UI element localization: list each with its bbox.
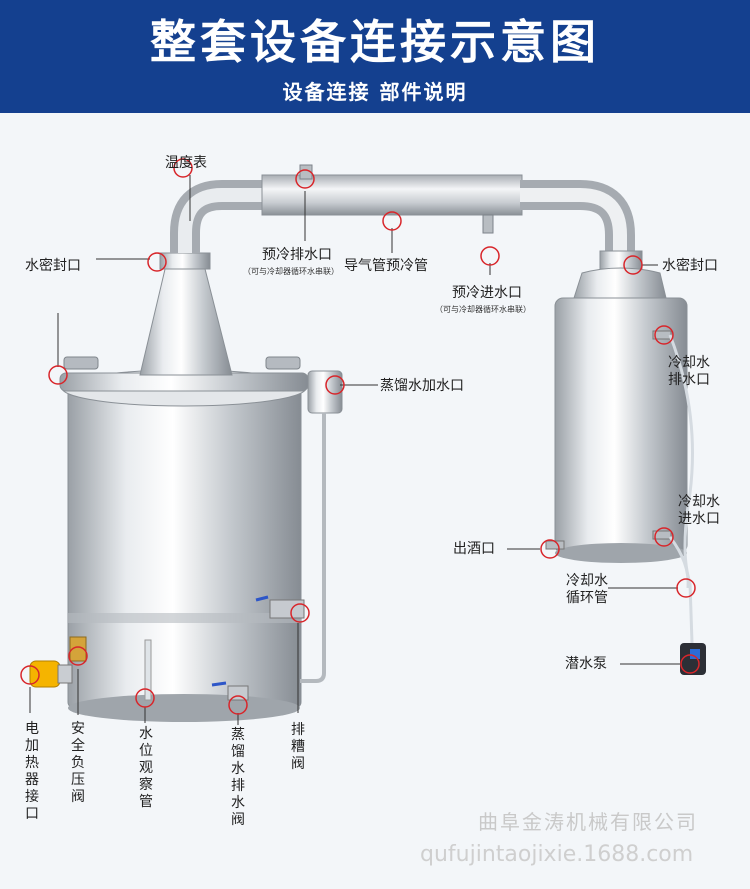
label-gas-precool-pipe: 导气管预冷管: [344, 258, 428, 274]
page-subtitle: 设备连接 部件说明: [282, 80, 468, 104]
marker-water-seal-right: [623, 255, 643, 275]
label-precool-drain: 预冷排水口: [262, 247, 332, 263]
condenser: [545, 250, 688, 563]
leader-lines: [29, 175, 682, 725]
marker-precool-inlet: [480, 246, 500, 266]
marker-residue-valve: [290, 603, 310, 623]
marker-cooling-inlet: [654, 527, 674, 547]
marker-safety-valve: [68, 646, 88, 666]
marker-liquor-outlet: [540, 539, 560, 559]
note-precool-drain: （可与冷却器循环水串联）: [243, 267, 339, 276]
marker-gas-pipe: [382, 211, 402, 231]
distiller-pot: [59, 252, 309, 722]
label-residue-valve: 排糟阀: [291, 722, 305, 772]
label-cooling-pipe: 冷却水循环管: [566, 573, 608, 606]
label-heater-port: 电加热器接口: [25, 721, 39, 822]
equipment-diagram: [20, 158, 706, 725]
watermark-company: 曲阜金涛机械有限公司: [478, 810, 698, 834]
gas-precool-pipe: [170, 164, 635, 255]
watermark-url: qufujintaojixie.1688.com: [420, 842, 694, 867]
label-distilled-drain: 蒸馏水排水阀: [231, 727, 245, 828]
marker-level-tube: [135, 688, 155, 708]
marker-thermometer: [173, 158, 193, 178]
label-water-seal-right: 水密封口: [662, 258, 718, 274]
label-thermometer: 温度表: [165, 155, 207, 171]
marker-circles: [20, 158, 700, 715]
label-precool-inlet: 预冷进水口: [452, 285, 522, 301]
electric-heater-port: [29, 660, 73, 688]
marker-distilled-fill: [325, 375, 345, 395]
label-water-seal-left: 水密封口: [25, 258, 81, 274]
safety-negative-pressure-valve: [69, 636, 87, 662]
label-liquor-outlet: 出酒口: [453, 541, 495, 557]
marker-pump: [680, 654, 700, 674]
label-cooling-drain: 冷却水排水口: [668, 355, 710, 388]
marker-drain-valve: [228, 695, 248, 715]
label-distilled-fill: 蒸馏水加水口: [380, 378, 464, 394]
drain-valve: [211, 681, 249, 701]
marker-heater: [20, 665, 40, 685]
page-title: 整套设备连接示意图: [150, 15, 600, 69]
marker-water-seal-left: [147, 252, 167, 272]
label-safety-valve: 安全负压阀: [71, 721, 85, 805]
label-submersible-pump: 潜水泵: [565, 656, 607, 672]
label-cooling-inlet: 冷却水进水口: [678, 494, 720, 527]
label-level-tube: 水位观察管: [139, 726, 153, 810]
marker-cooling-drain: [654, 325, 674, 345]
header-banner: 整套设备连接示意图 设备连接 部件说明: [0, 0, 750, 113]
marker-lid-clamp: [48, 365, 68, 385]
submersible-pump: [680, 643, 706, 675]
level-observation-tube: [144, 639, 152, 701]
marker-precool-drain: [295, 169, 315, 189]
marker-cooling-pipe: [676, 578, 696, 598]
note-precool-inlet: （可与冷却器循环水串联）: [435, 305, 531, 314]
cooling-circulation-pipe: [668, 334, 694, 644]
distilled-water-fill-cup: [300, 370, 343, 683]
